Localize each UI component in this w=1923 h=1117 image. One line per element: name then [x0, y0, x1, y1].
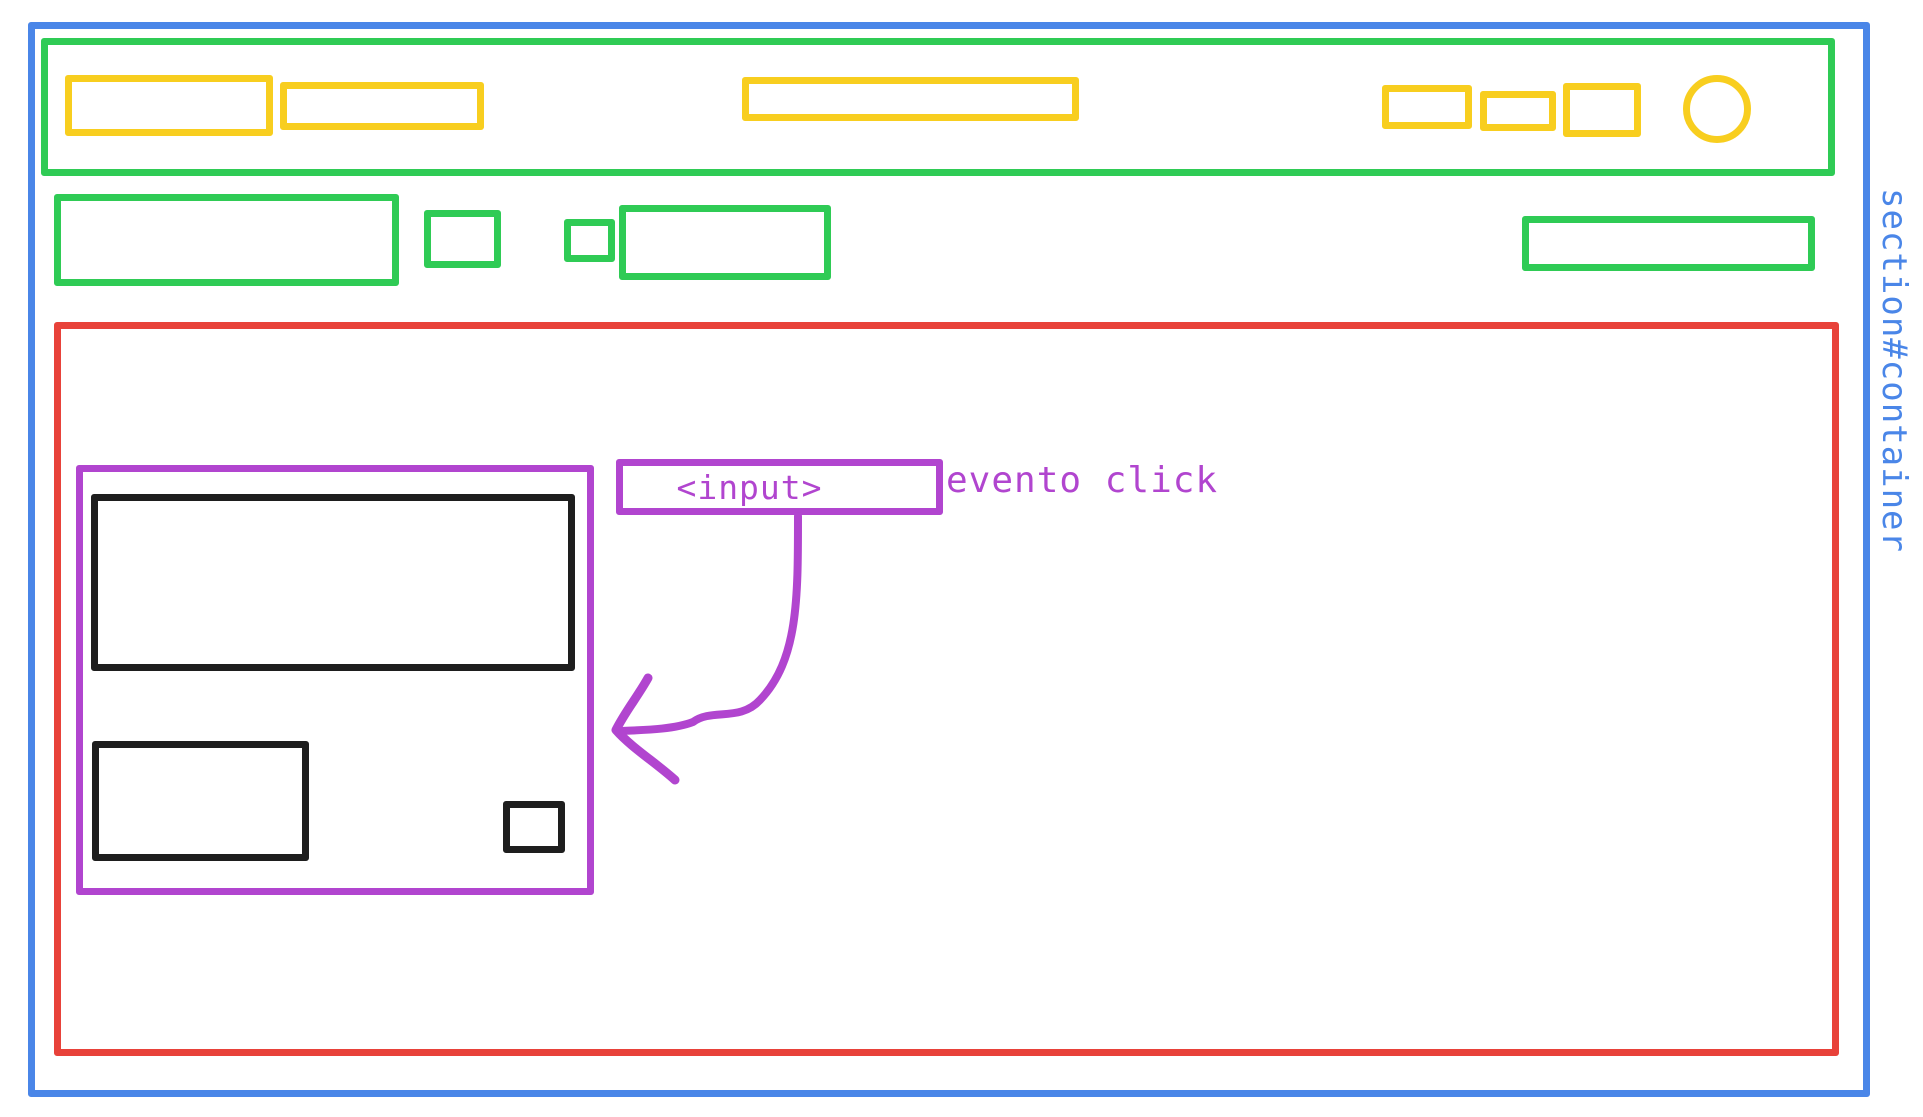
toolbar-box-1 [54, 194, 399, 286]
toolbar-box-2 [424, 210, 501, 268]
header-avatar-circle [1683, 75, 1751, 143]
input-box[interactable]: <input> [616, 459, 943, 515]
header-nav-item-1 [1382, 85, 1472, 129]
click-arrow-head [611, 673, 680, 785]
click-arrow-curve [616, 512, 802, 735]
toolbar-box-4 [619, 205, 831, 280]
header-logo-box [65, 75, 273, 136]
header-nav-item-2 [1480, 91, 1556, 131]
header-bar [41, 38, 1835, 176]
toolbar-box-3 [564, 219, 615, 262]
toolbar-box-5 [1522, 216, 1815, 271]
event-click-label: evento click [946, 460, 1219, 501]
header-nav-item-3 [1563, 83, 1641, 137]
section-container [28, 22, 1870, 1097]
component-top-block [91, 494, 575, 671]
header-title-box [280, 82, 484, 130]
component-small-block [503, 801, 565, 853]
component-card [76, 465, 594, 895]
input-label: <input> [676, 467, 823, 507]
header-search-box [742, 77, 1079, 121]
component-bottom-block [92, 741, 309, 861]
main-content [54, 322, 1839, 1056]
